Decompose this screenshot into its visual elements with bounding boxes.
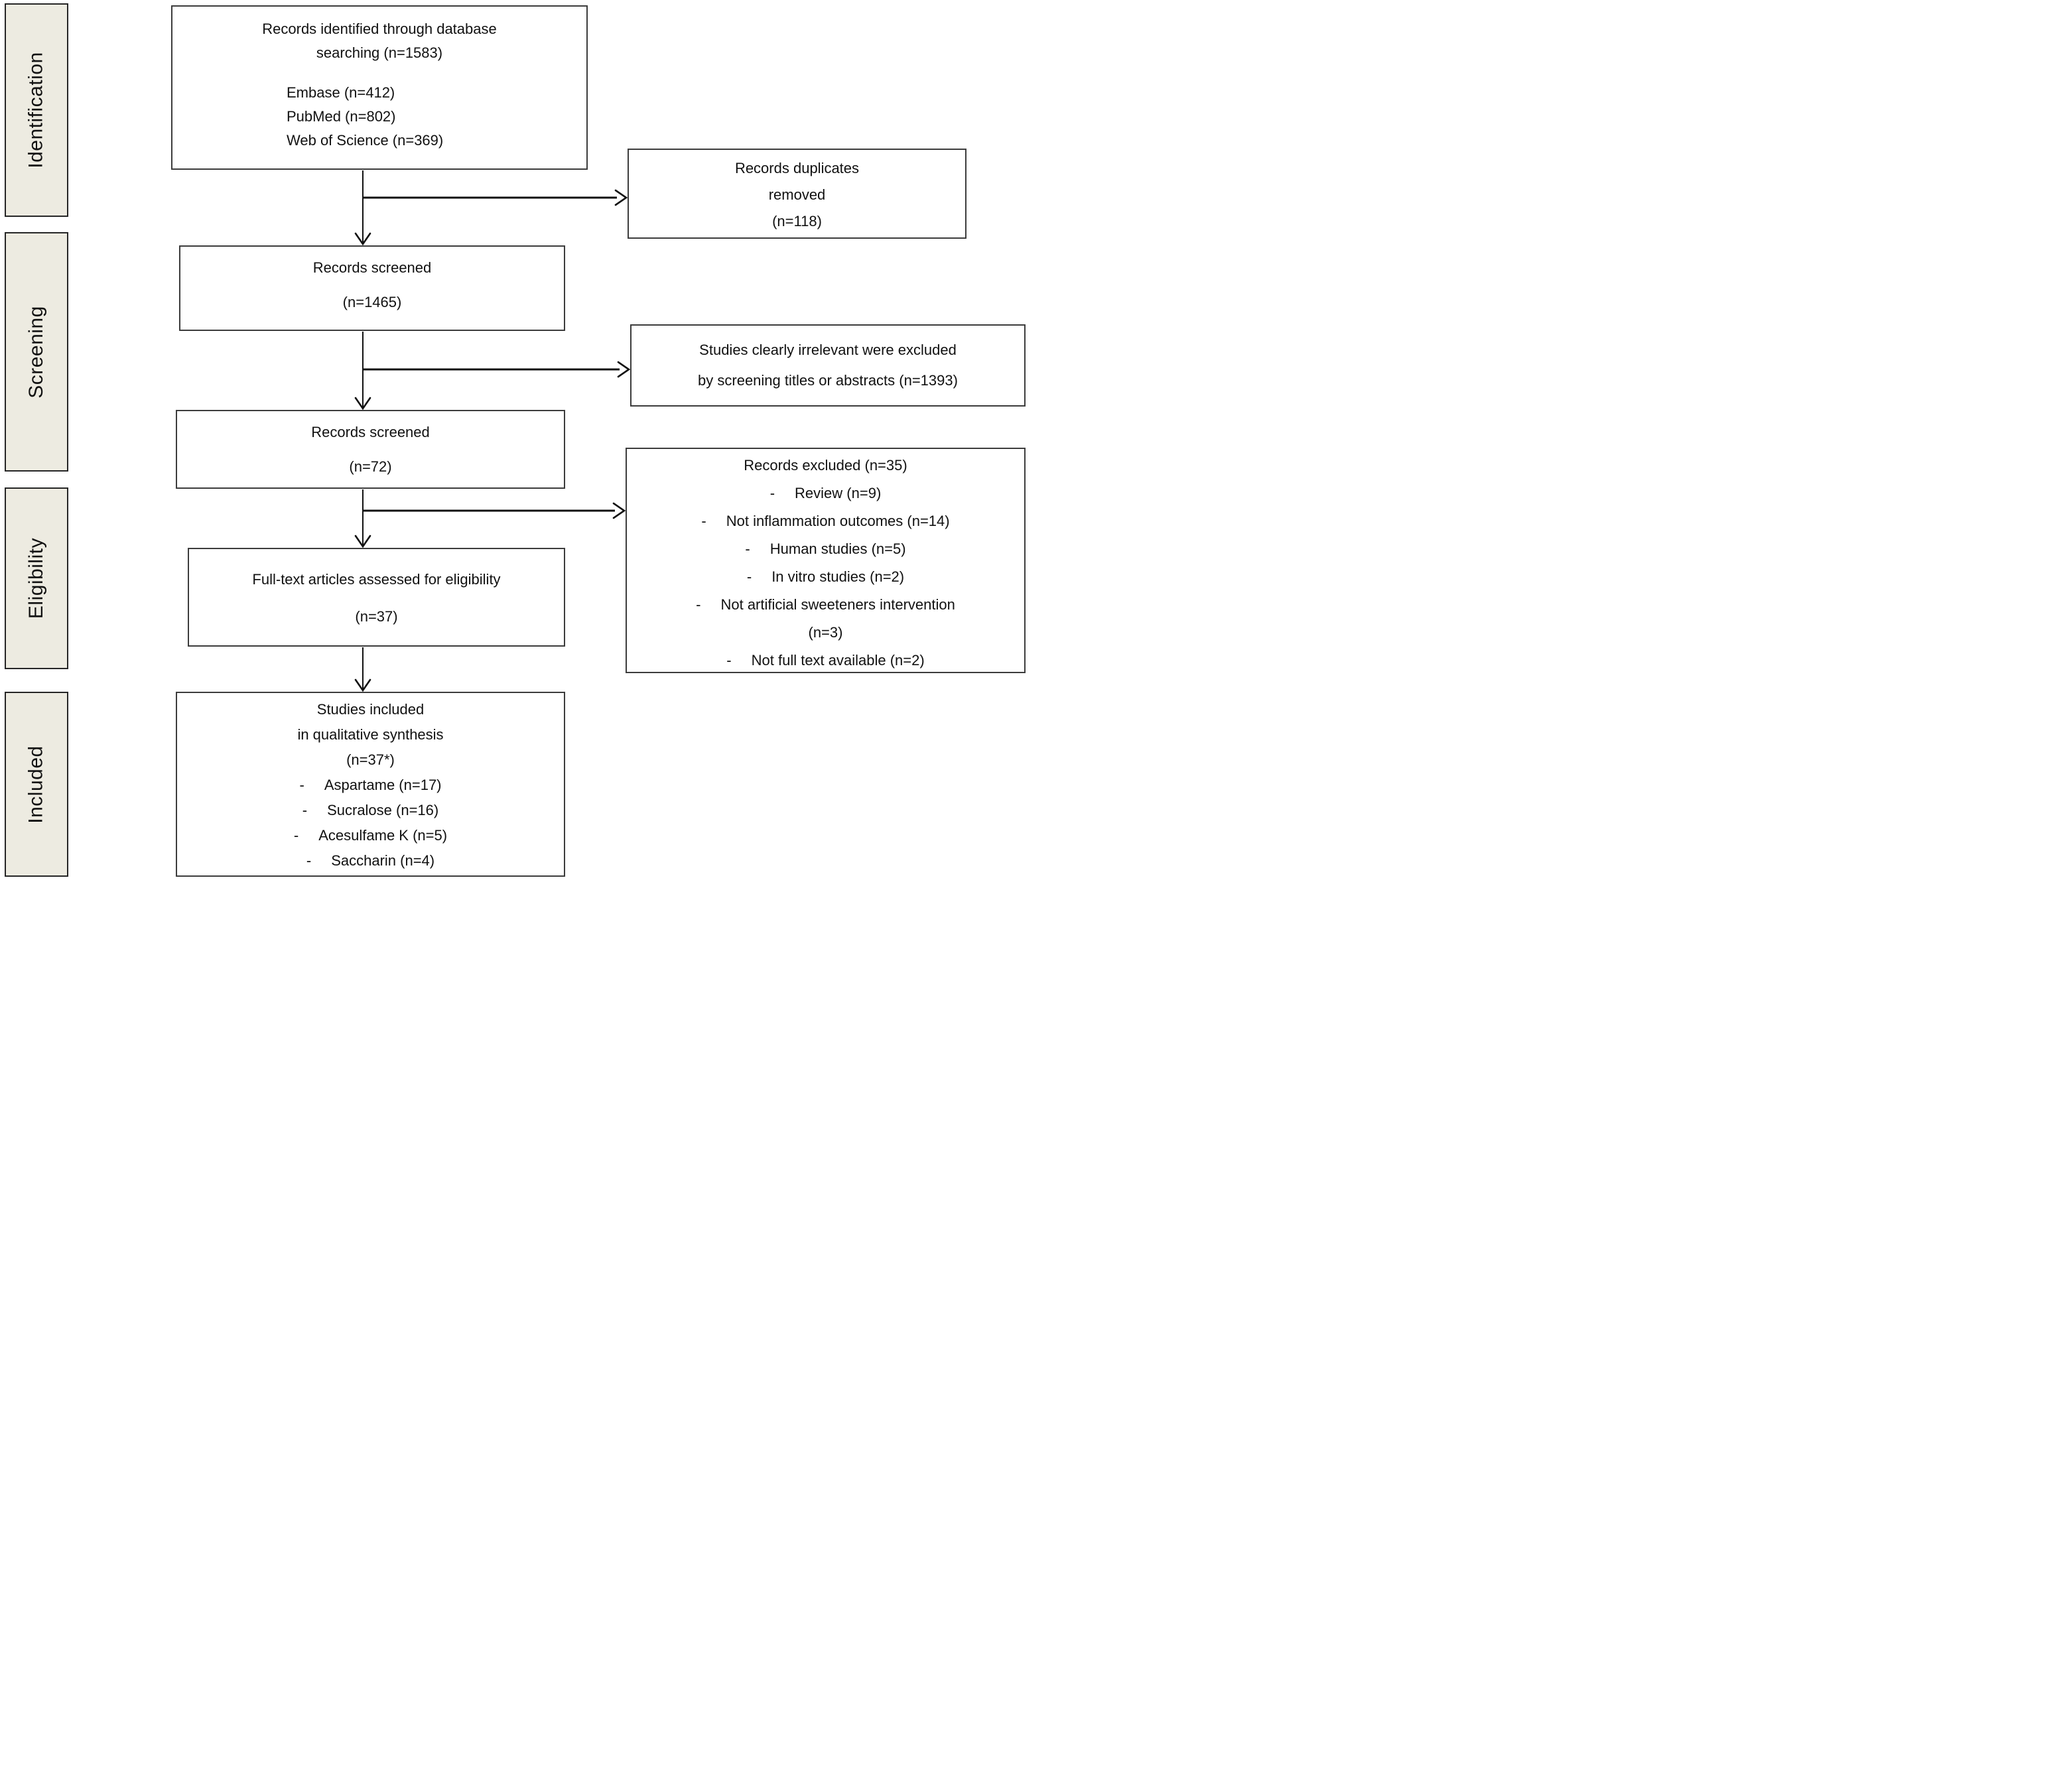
box-records-screened-first: Records screened (n=1465): [179, 245, 565, 331]
list-item: - Sucralose (n=16): [177, 798, 564, 823]
item-text: Review (n=9): [795, 485, 882, 501]
text-line: Web of Science (n=369): [287, 132, 444, 149]
box-title: Studies included in qualitative synthesis…: [177, 697, 564, 773]
text-line: Records duplicates: [734, 160, 860, 176]
list-item: - Saccharin (n=4): [177, 848, 564, 873]
dash-bullet: -: [302, 802, 308, 818]
arrow-screened72-to-fulltext: [354, 489, 371, 548]
text-line: (n=37): [355, 608, 398, 625]
text-line: Records screened: [312, 259, 432, 276]
text-line: Studies clearly irrelevant were excluded: [699, 342, 957, 358]
stage-label-text: Identification: [25, 52, 48, 168]
text-line: - Saccharin (n=4): [177, 848, 564, 873]
text-line: Studies included: [316, 701, 425, 718]
dash-bullet: -: [745, 541, 750, 557]
item-text: Not full text available (n=2): [751, 652, 925, 669]
list-item: - Acesulfame K (n=5): [177, 823, 564, 848]
arrow-identified-to-screened: [354, 170, 371, 246]
item-text: In vitro studies (n=2): [771, 568, 905, 585]
text-line: in qualitative synthesis: [297, 726, 444, 743]
stage-label-included: Included: [5, 692, 68, 877]
text-line: PubMed (n=802): [287, 108, 396, 125]
text-line: removed: [768, 186, 826, 203]
text-line: - In vitro studies (n=2): [627, 563, 1024, 591]
item-text: Saccharin (n=4): [331, 852, 435, 869]
text-line: - Aspartame (n=17): [177, 773, 564, 798]
text-line: - Sucralose (n=16): [177, 798, 564, 823]
box-text: Records screened (n=1465): [180, 251, 564, 320]
text-line: - Not artificial sweeteners intervention: [627, 591, 1024, 619]
item-text: Human studies (n=5): [769, 541, 906, 557]
item-text: Not inflammation outcomes (n=14): [726, 513, 950, 529]
sweetener-list: -Aspartame (n=17)-Sucralose (n=16)-Acesu…: [177, 773, 564, 873]
item-text: Aspartame (n=17): [324, 777, 442, 793]
list-item: - Aspartame (n=17): [177, 773, 564, 798]
text-line: (n=72): [349, 458, 392, 475]
arrow-screened-to-screened72: [354, 332, 371, 411]
arrow-branch-duplicates-removed: [363, 189, 628, 206]
stage-label-identification: Identification: [5, 3, 68, 217]
stage-label-screening: Screening: [5, 232, 68, 472]
dash-bullet: -: [293, 827, 299, 844]
box-studies-included: Studies included in qualitative synthesis…: [176, 692, 565, 877]
text-line: - Not full text available (n=2): [627, 647, 1024, 674]
text-line: (n=118): [772, 213, 822, 229]
box-irrelevant-excluded: Studies clearly irrelevant were excluded…: [630, 324, 1026, 407]
item-text: Not artificial sweeteners intervention: [720, 596, 955, 613]
text-line: (n=3): [808, 624, 843, 641]
arrow-fulltext-to-included: [354, 647, 371, 692]
spacer: [172, 65, 586, 81]
item-text: Sucralose (n=16): [327, 802, 439, 818]
text-line: searching (n=1583): [316, 44, 443, 61]
box-records-identified: Records identified through database searc…: [171, 5, 588, 170]
list-item: - Not full text available (n=2): [627, 647, 1024, 674]
stage-label-eligibility: Eligibility: [5, 487, 68, 669]
item-text: Acesulfame K (n=5): [318, 827, 448, 844]
text-line: (n=1465): [342, 294, 402, 310]
dash-bullet: -: [701, 513, 706, 529]
box-title: Records identified through database searc…: [172, 17, 586, 65]
text-line: Records identified through database: [262, 21, 497, 37]
stage-label-text: Screening: [25, 305, 47, 399]
text-line: by screening titles or abstracts (n=1393…: [698, 372, 958, 389]
box-title: Records excluded (n=35): [744, 457, 907, 474]
dash-bullet: -: [299, 777, 304, 793]
arrow-branch-irrelevant-excluded: [363, 361, 631, 378]
text-line: - Acesulfame K (n=5): [177, 823, 564, 848]
exclusion-reason-list: - Review (n=9) - Not inflammation outcomes …: [627, 480, 1024, 674]
text-line: - Human studies (n=5): [627, 535, 1024, 563]
text-line: - Not inflammation outcomes (n=14): [627, 507, 1024, 535]
list-item: - In vitro studies (n=2): [627, 563, 1024, 591]
box-duplicates-removed: Records duplicates removed (n=118): [628, 149, 966, 239]
stage-label-text: Eligibility: [25, 537, 47, 619]
box-text: Full-text articles assessed for eligibil…: [189, 561, 564, 635]
dash-bullet: -: [746, 568, 752, 585]
list-item: - Not inflammation outcomes (n=14): [627, 507, 1024, 535]
dash-bullet: -: [696, 596, 701, 613]
list-item: - Human studies (n=5): [627, 535, 1024, 563]
arrow-branch-records-excluded: [363, 502, 626, 519]
list-item: - Not artificial sweeteners intervention (…: [627, 591, 1024, 647]
stage-label-text: Included: [25, 745, 47, 824]
box-fulltext-assessed: Full-text articles assessed for eligibil…: [188, 548, 565, 647]
text-line: Full-text articles assessed for eligibil…: [252, 571, 501, 588]
text-line: Records screened: [311, 424, 430, 440]
box-text: Records screened (n=72): [177, 415, 564, 484]
box-text: Studies clearly irrelevant were excluded…: [632, 335, 1024, 396]
box-text: Records duplicates removed (n=118): [629, 155, 965, 235]
box-records-screened-second: Records screened (n=72): [176, 410, 565, 489]
dash-bullet: -: [726, 652, 732, 669]
list-item: - Review (n=9): [627, 480, 1024, 507]
dash-bullet: -: [769, 485, 775, 501]
text-line: Embase (n=412): [287, 84, 395, 101]
dash-bullet: -: [306, 852, 312, 869]
text-line: - Review (n=9): [627, 480, 1024, 507]
prisma-flow-diagram: Identification Screening Eligibility Inc…: [0, 0, 1033, 896]
box-records-excluded: Records excluded (n=35) - Review (n=9) - No…: [626, 448, 1026, 673]
text-line: (n=37*): [346, 751, 395, 768]
database-source-list: Embase (n=412) PubMed (n=802) Web of Scien…: [172, 81, 586, 153]
